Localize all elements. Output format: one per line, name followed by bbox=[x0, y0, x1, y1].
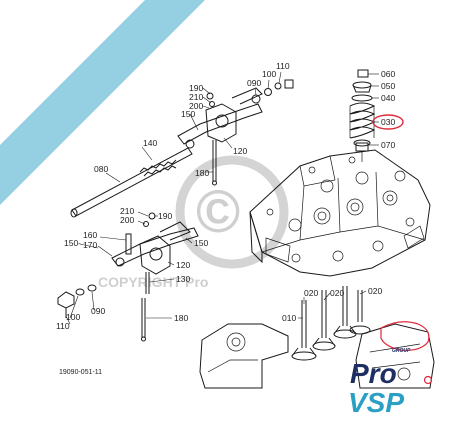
part-label-040: 040 bbox=[381, 93, 395, 103]
banner-band bbox=[0, 0, 205, 205]
part-label-140: 140 bbox=[143, 138, 157, 148]
part-label-210-mid: 210 bbox=[120, 206, 134, 216]
logo-registered-mark bbox=[423, 375, 433, 385]
highlight-ring-030 bbox=[372, 114, 404, 130]
website-banner: pro-piece-vsp.com bbox=[0, 0, 205, 205]
part-label-150-left: 150- bbox=[64, 238, 81, 248]
part-label-110-bottom: 110 bbox=[56, 321, 70, 331]
cylinder-head bbox=[249, 149, 431, 277]
part-label-090-bottom: 090 bbox=[91, 306, 105, 316]
part-label-020-a: 020 bbox=[304, 288, 318, 298]
part-label-170: 170 bbox=[83, 240, 97, 250]
logo-group-tag: GROUP bbox=[392, 348, 411, 354]
upper-rocker-assembly bbox=[177, 79, 294, 186]
leader-lines bbox=[65, 71, 379, 325]
watermark-text: COPYRIGHT Pro bbox=[98, 274, 208, 290]
part-label-200-mid: 200 bbox=[120, 215, 134, 225]
part-label-130: 130 bbox=[176, 274, 190, 284]
logo-word-pro: Pro bbox=[350, 358, 397, 389]
part-label-190-top: 190 bbox=[189, 83, 203, 93]
drawing-number: 19090-051-11 bbox=[59, 369, 102, 376]
part-label-150-right: 150 bbox=[194, 238, 208, 248]
part-label-090-top: 090 bbox=[247, 78, 261, 88]
part-label-190-mid: 190 bbox=[158, 211, 172, 221]
part-label-050: 050 bbox=[381, 81, 395, 91]
part-label-100-top: 100 bbox=[262, 69, 276, 79]
part-label-100-bottom: 100 bbox=[66, 312, 80, 322]
pro-vsp-logo: GROUP Pro VSP bbox=[348, 321, 433, 418]
valve-spring-assembly bbox=[349, 69, 376, 162]
part-label-150-top: 150 bbox=[181, 109, 195, 119]
part-label-120-mid: 120 bbox=[176, 260, 190, 270]
valve-spring-030 bbox=[349, 102, 376, 139]
bolt-and-washers bbox=[57, 284, 97, 318]
part-label-080: 080 bbox=[94, 164, 108, 174]
part-label-110-top: 110 bbox=[276, 61, 290, 71]
part-number-labels: 060 050 040 030 070 190 210 200 090 100 … bbox=[56, 61, 395, 376]
part-label-210-top: 210 bbox=[189, 92, 203, 102]
part-label-120-top: 120 bbox=[233, 146, 247, 156]
part-label-060: 060 bbox=[381, 69, 395, 79]
rocker-shaft bbox=[70, 147, 193, 218]
part-label-180-top: 180 bbox=[195, 168, 209, 178]
part-label-010: 010 bbox=[282, 313, 296, 323]
part-label-180-bottom: 180 bbox=[174, 313, 188, 323]
logo-swoosh bbox=[380, 321, 430, 351]
engine-block bbox=[199, 323, 435, 389]
part-label-020-b: 020 bbox=[330, 288, 344, 298]
part-label-160: 160 bbox=[83, 230, 97, 240]
part-label-070: 070 bbox=[381, 140, 395, 150]
logo-word-vsp: VSP bbox=[348, 387, 404, 418]
part-label-020-c: 020 bbox=[368, 286, 382, 296]
part-label-200-top: 200 bbox=[189, 101, 203, 111]
copyright-watermark: © COPYRIGHT Pro bbox=[98, 155, 289, 290]
svg-text:©: © bbox=[196, 178, 240, 245]
valve-stems bbox=[291, 286, 371, 361]
part-label-030: 030 bbox=[381, 117, 395, 127]
